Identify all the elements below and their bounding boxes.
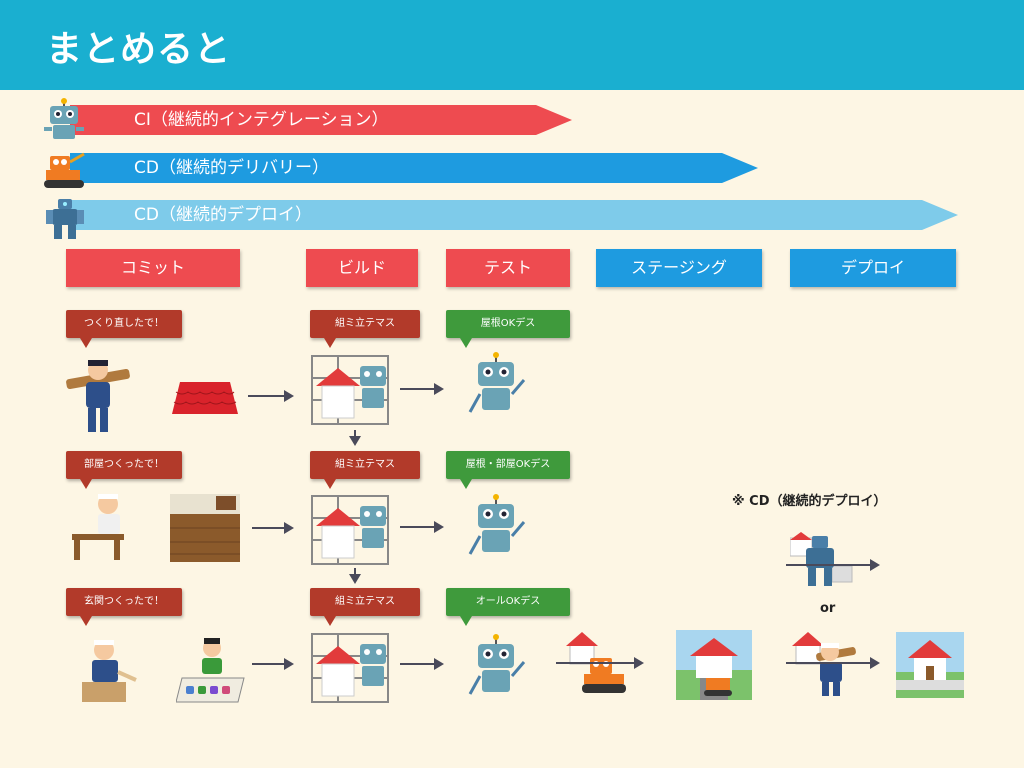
ci-banner: CI（継続的インテグレーション）	[70, 105, 572, 135]
stage-staging: ステージング	[596, 249, 762, 287]
flow-arrow	[252, 663, 292, 665]
flow-arrow	[786, 564, 878, 566]
carpenter-icon	[66, 356, 130, 434]
header-bar: まとめると	[0, 0, 1024, 90]
carpenter-icon	[792, 630, 856, 698]
robot-icon	[466, 494, 528, 560]
build-bubble: 組ミ立テマス	[310, 451, 420, 479]
carpenter-icon	[64, 490, 132, 562]
mech-robot-icon	[44, 196, 86, 242]
flow-arrow	[556, 662, 642, 664]
commit-bubble: つくり直したで！	[66, 310, 182, 338]
build-bubble: 組ミ立テマス	[310, 310, 420, 338]
scaffold-house-icon	[308, 352, 392, 426]
cd-delivery-banner: CD（継続的デリバリー）	[70, 153, 758, 183]
test-bubble: オールOKデス	[446, 588, 570, 616]
excavator-robot-icon	[40, 150, 88, 190]
stage-build: ビルド	[306, 249, 418, 287]
build-bubble: 組ミ立テマス	[310, 588, 420, 616]
flow-arrow	[400, 663, 442, 665]
robot-icon	[40, 98, 88, 144]
roof-icon	[170, 380, 240, 416]
or-label: or	[820, 601, 835, 616]
house-icon	[896, 632, 964, 698]
flow-arrow	[400, 388, 442, 390]
flow-arrow	[786, 662, 878, 664]
stage-test: テスト	[446, 249, 570, 287]
scaffold-house-icon	[308, 492, 392, 566]
wooden-floor-icon	[170, 494, 240, 562]
house-icon	[676, 630, 752, 700]
flow-arrow	[248, 395, 292, 397]
flow-arrow	[252, 527, 292, 529]
carpenter-icon	[78, 636, 138, 708]
test-bubble: 屋根・部屋OKデス	[446, 451, 570, 479]
mech-robot-icon	[790, 532, 854, 590]
entrance-icon	[176, 634, 246, 706]
commit-bubble: 玄関つくったで！	[66, 588, 182, 616]
flow-arrow	[400, 526, 442, 528]
flow-arrow-down	[354, 430, 356, 442]
cd-deploy-banner: CD（継続的デプロイ）	[70, 200, 958, 230]
cd-delivery-banner-label: CD（継続的デリバリー）	[134, 158, 329, 178]
deploy-note: ※ CD（継続的デプロイ）	[732, 490, 887, 509]
test-bubble: 屋根OKデス	[446, 310, 570, 338]
cd-deploy-banner-label: CD（継続的デプロイ）	[134, 205, 312, 225]
page-title: まとめると	[46, 20, 231, 72]
robot-icon	[466, 634, 528, 700]
flow-arrow-down	[354, 568, 356, 580]
robot-icon	[466, 352, 528, 418]
scaffold-house-icon	[308, 630, 392, 704]
ci-banner-label: CI（継続的インテグレーション）	[134, 110, 389, 130]
stage-commit: コミット	[66, 249, 240, 287]
stage-deploy: デプロイ	[790, 249, 956, 287]
commit-bubble: 部屋つくったで！	[66, 451, 182, 479]
